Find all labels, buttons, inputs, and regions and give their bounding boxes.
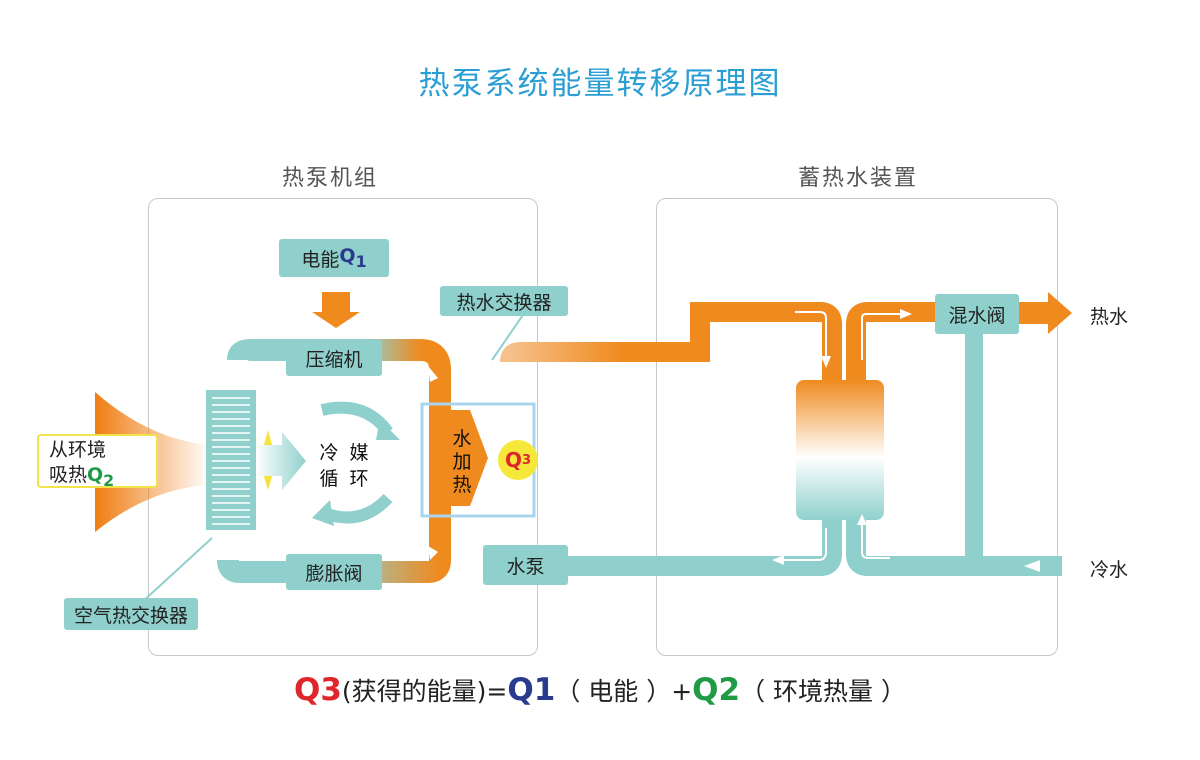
heat-pump-unit-title: 热泵机组 (282, 166, 379, 191)
formula-q3-text: (获得的能量) (341, 677, 487, 706)
water-storage-title: 蓄热水装置 (798, 166, 919, 191)
hot-water-label: 热水 (1090, 306, 1129, 328)
water-storage-panel (656, 198, 1058, 656)
water-heating-char-1: 水 (452, 428, 472, 450)
hot-water-exchanger-pointer (491, 311, 526, 361)
electric-energy-arrow (312, 292, 360, 328)
refrigerant-cycle-char-4: 环 (349, 468, 369, 490)
environment-heat-line1: 从环境 (49, 439, 107, 461)
formula-q1: Q1 (507, 672, 556, 708)
q1-symbol: Q1 (339, 245, 367, 271)
environment-heat-line2: 吸热Q2 (49, 464, 115, 490)
formula-q2: Q2 (692, 672, 741, 708)
formula-q1-text: （ 电能 ） (555, 677, 672, 706)
cold-water-label: 冷水 (1090, 559, 1129, 581)
water-pump-label: 水泵 (483, 545, 568, 585)
air-exchanger-label: 空气热交换器 (64, 598, 198, 630)
page-title: 热泵系统能量转移原理图 (418, 66, 782, 102)
air-exchanger-pointer (139, 537, 213, 605)
formula-q3: Q3 (293, 672, 342, 708)
formula-equals: = (486, 677, 508, 706)
expansion-valve-label: 膨胀阀 (286, 554, 382, 590)
cold-water-pipe (846, 520, 1062, 576)
refrigerant-cycle-char-1: 冷 (319, 442, 339, 464)
water-heating-char-2: 加 (452, 451, 472, 473)
return-water-pipe (540, 520, 842, 576)
formula-plus: + (671, 677, 693, 706)
hot-water-exchanger-label: 热水交换器 (440, 286, 568, 316)
mixing-valve-label: 混水阀 (935, 294, 1019, 334)
refrigerant-cycle-char-3: 循 (319, 468, 339, 490)
storage-tank (796, 380, 884, 520)
water-heating-char-3: 热 (452, 474, 472, 496)
environment-heat-label: 从环境 吸热Q2 (37, 434, 158, 490)
heat-pump-unit-panel (148, 198, 538, 656)
energy-formula: Q3(获得的能量)=Q1（ 电能 ）+Q2（ 环境热量 ） (0, 672, 1200, 708)
compressor-label: 压缩机 (286, 340, 382, 376)
air-exchanger-coil (206, 390, 256, 530)
refrigerant-loop-right (419, 339, 451, 560)
formula-q2-text: （ 环境热量 ） (740, 677, 907, 706)
water-heating-arrow (448, 410, 488, 506)
hot-water-pipe (500, 302, 842, 380)
electric-energy-text: 电能 (301, 248, 340, 271)
hot-water-out-arrow (1018, 292, 1072, 334)
refrigerant-cycle-char-2: 媒 (349, 442, 369, 464)
tank-to-mixing-pipe (846, 302, 940, 380)
airflow-arrow (256, 432, 306, 490)
refrigerant-loop-top (227, 339, 420, 362)
refrigerant-cycle-arc-top (320, 401, 393, 436)
